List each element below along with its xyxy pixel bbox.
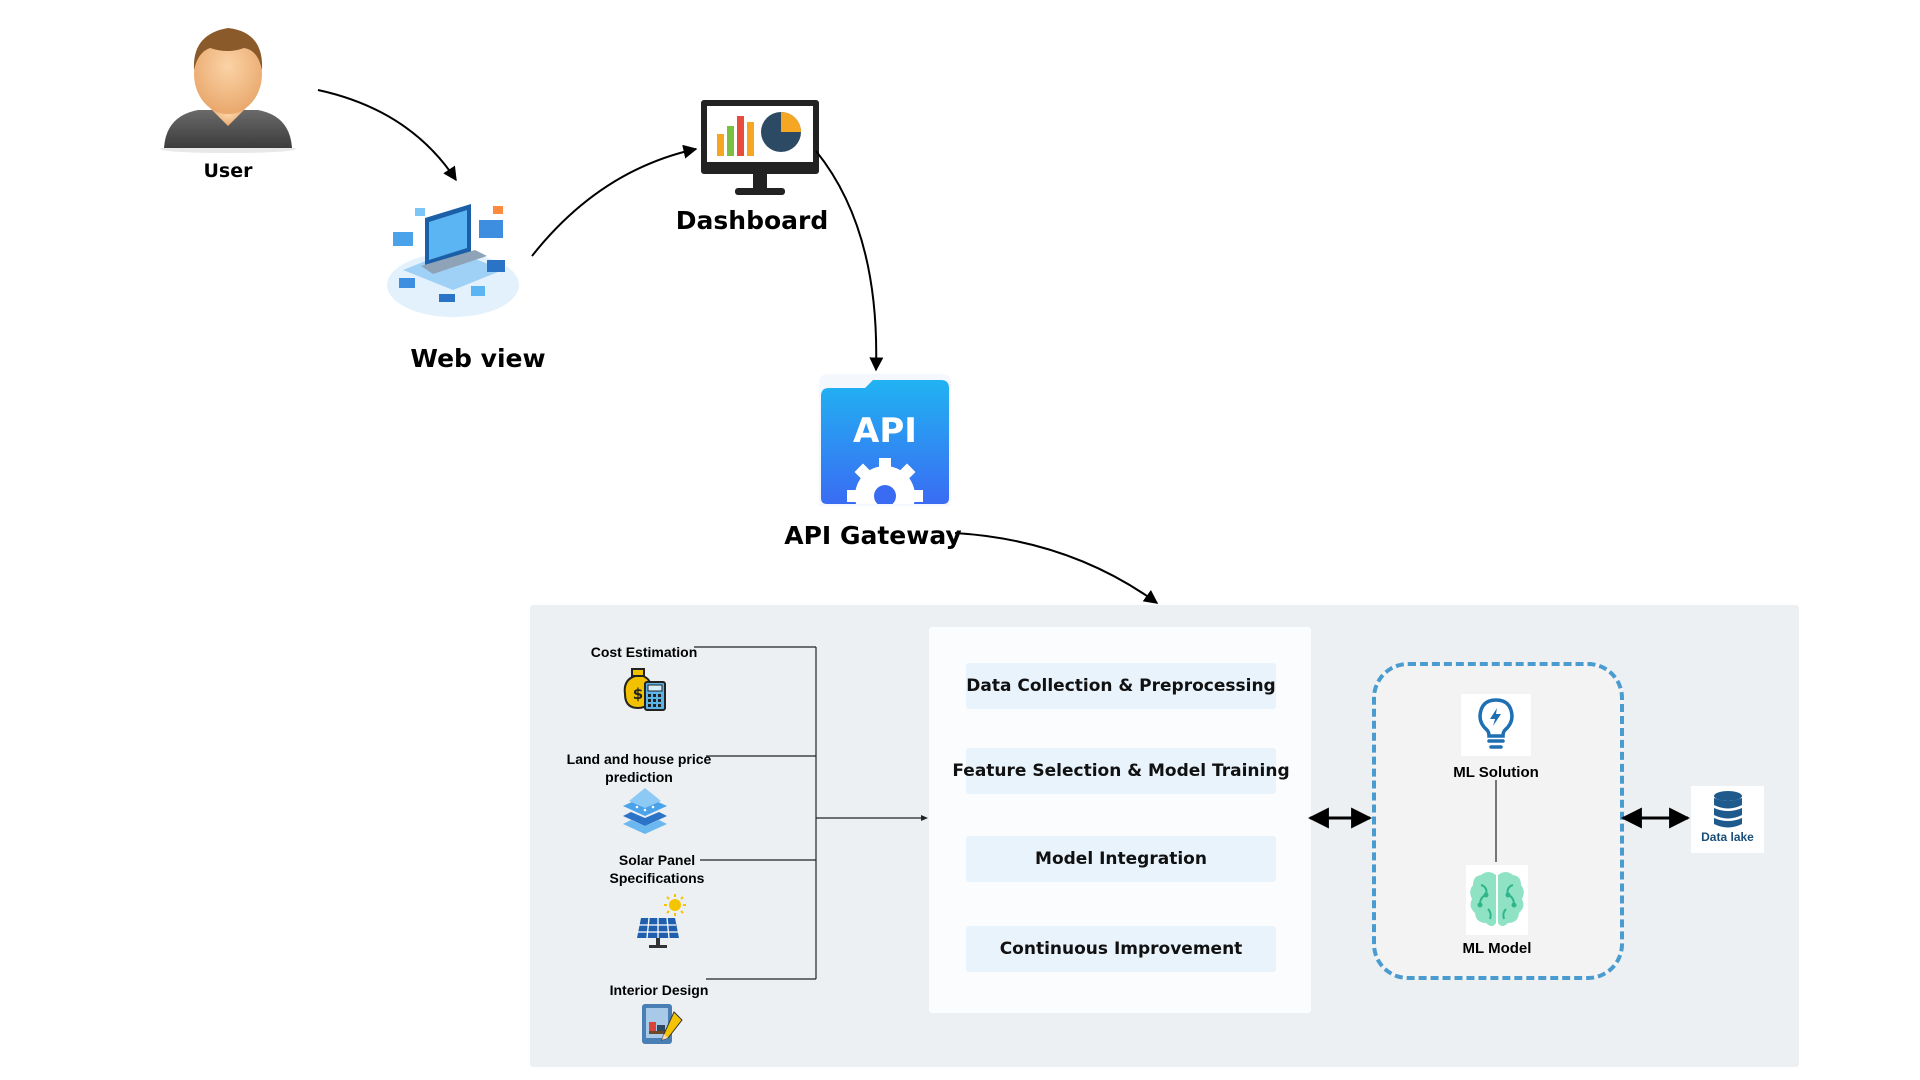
interior-design-label: Interior Design xyxy=(609,982,709,998)
arrow-api-to-panel xyxy=(954,532,1159,604)
step-feature-selection: Feature Selection & Model Training xyxy=(952,748,1290,794)
solar-panel-spec-label: Solar Panel Specifications xyxy=(610,851,705,887)
arrow-webview-to-dashboard xyxy=(531,144,698,257)
land-house-price-label: Land and house price prediction xyxy=(567,750,712,786)
layers-stack-icon xyxy=(621,786,669,836)
data-lake-label: Data lake xyxy=(1701,830,1754,844)
step-model-integration: Model Integration xyxy=(966,836,1276,882)
solar-panel-icon xyxy=(631,894,687,950)
api-gateway-label: API Gateway xyxy=(784,521,962,550)
land-house-price-line2: prediction xyxy=(605,769,673,785)
arrow-dashboard-to-api xyxy=(815,150,884,372)
cost-estimation-label: Cost Estimation xyxy=(590,644,698,660)
ml-model-label: ML Model xyxy=(1462,940,1532,957)
solar-panel-line2: Specifications xyxy=(609,870,705,886)
svg-text:API: API xyxy=(853,411,917,451)
dashboard-label: Dashboard xyxy=(675,206,829,235)
web-view-label: Web view xyxy=(410,344,546,373)
brain-icon xyxy=(1466,865,1528,935)
ml-solution-label: ML Solution xyxy=(1453,764,1539,781)
data-lake-tile: Data lake xyxy=(1691,786,1764,853)
step-continuous-improvement: Continuous Improvement xyxy=(966,926,1276,972)
database-icon xyxy=(1711,790,1745,830)
step-data-collection: Data Collection & Preprocessing xyxy=(966,663,1276,709)
user-label: User xyxy=(203,160,253,182)
user-avatar-icon xyxy=(158,18,298,153)
arrow-user-to-webview xyxy=(317,89,457,182)
lightbulb-icon xyxy=(1461,694,1531,756)
land-house-price-line1: Land and house price xyxy=(566,751,712,767)
steps-card: Data Collection & Preprocessing Feature … xyxy=(929,627,1311,1013)
api-gear-icon: API xyxy=(819,374,951,526)
dashboard-monitor-icon xyxy=(699,98,821,200)
solar-panel-line1: Solar Panel xyxy=(618,852,696,868)
web-devices-icon xyxy=(383,190,523,325)
money-calculator-icon: $ xyxy=(619,664,669,714)
svg-text:$: $ xyxy=(633,685,643,703)
interior-design-icon xyxy=(638,1000,686,1048)
